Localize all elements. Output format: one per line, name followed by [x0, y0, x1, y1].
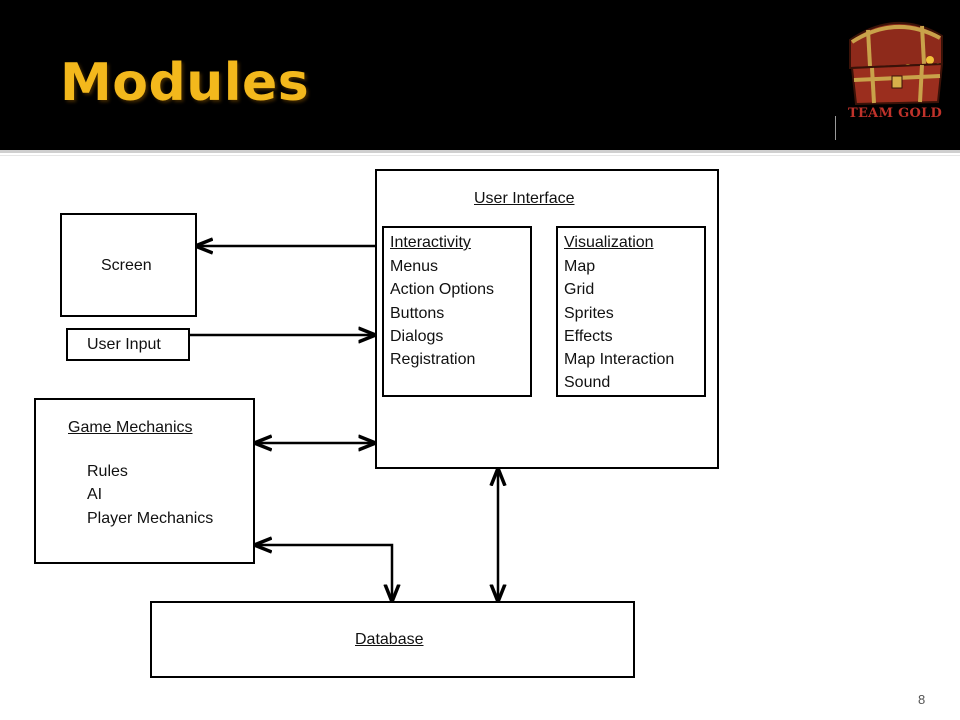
visualization-list: Map Grid Sprites Effects Map Interaction…: [564, 255, 674, 395]
logo-divider: [835, 116, 836, 140]
visualization-panel: [556, 226, 706, 397]
interactivity-item: Buttons: [390, 304, 445, 322]
interactivity-item: Menus: [390, 258, 439, 275]
visualization-item: Map Interaction: [564, 351, 675, 369]
page-number: 8: [918, 692, 926, 707]
interactivity-panel: [382, 226, 532, 397]
interactivity-item: Registration: [390, 351, 476, 369]
interactivity-item: Action Options: [390, 281, 495, 299]
visualization-item: Effects: [564, 327, 613, 345]
arrow-mechanics-database: [256, 545, 392, 600]
header-divider-thin: [0, 155, 960, 156]
interactivity-list: Menus Action Options Buttons Dialogs Reg…: [390, 255, 494, 371]
game-mechanics-title: Game Mechanics: [68, 419, 193, 436]
game-mechanics-item: Rules: [87, 463, 128, 480]
screen-label: Screen: [101, 257, 152, 274]
database-module: [150, 601, 635, 678]
interactivity-item: Dialogs: [390, 327, 444, 345]
visualization-item: Map: [564, 258, 596, 275]
user-interface-title: User Interface: [474, 190, 575, 207]
database-label: Database: [355, 631, 424, 648]
user-input-module: [66, 328, 190, 361]
game-mechanics-list: Rules AI Player Mechanics: [87, 460, 213, 530]
visualization-heading: Visualization: [564, 234, 654, 251]
logo-label: TEAM GOLD: [848, 106, 943, 121]
visualization-item: Sound: [564, 374, 611, 392]
interactivity-heading: Interactivity: [390, 234, 471, 251]
treasure-chest-icon: [849, 21, 944, 106]
visualization-item: Sprites: [564, 304, 614, 322]
game-mechanics-item: Player Mechanics: [87, 509, 214, 527]
slide-header: [0, 0, 960, 150]
visualization-item: Grid: [564, 281, 595, 299]
slide-title: Modules: [60, 53, 310, 113]
user-input-label: User Input: [87, 336, 161, 353]
screen-module: [60, 213, 197, 317]
header-divider: [0, 150, 960, 153]
game-mechanics-item: AI: [87, 486, 103, 504]
game-mechanics-module: [34, 398, 255, 564]
